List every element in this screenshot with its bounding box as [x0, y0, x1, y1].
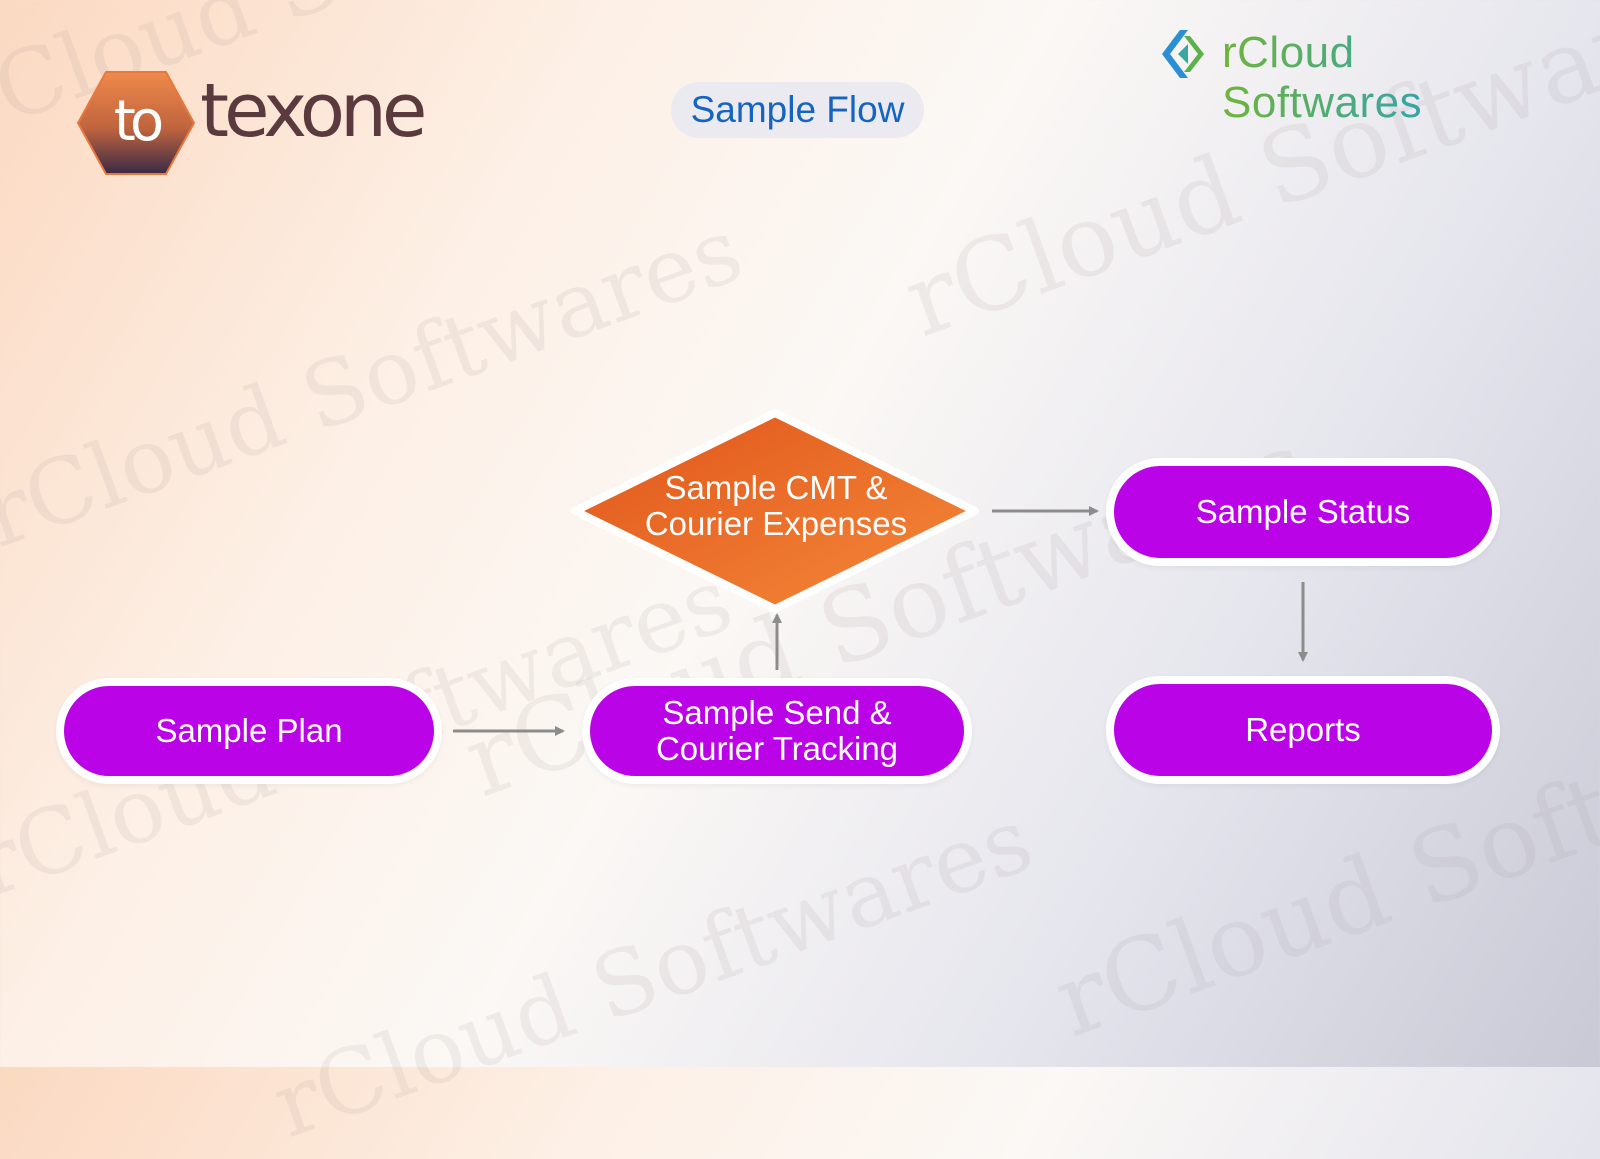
rcloud-mark-icon [1162, 30, 1204, 78]
node-sample-send-line1: Sample Send & [662, 694, 892, 731]
node-sample-plan[interactable]: Sample Plan [56, 678, 442, 784]
partner-name: rCloud Softwares [1222, 28, 1558, 128]
node-sample-send[interactable]: Sample Send & Courier Tracking [582, 678, 972, 784]
decision-label-line1: Sample CMT & [664, 469, 888, 506]
node-reports[interactable]: Reports [1106, 676, 1500, 784]
node-sample-status[interactable]: Sample Status [1106, 458, 1500, 566]
decision-diamond [571, 409, 979, 613]
page-title: Sample Flow [671, 82, 924, 138]
decision-label: Sample CMT & Courier Expenses [596, 470, 956, 542]
node-sample-plan-label: Sample Plan [155, 712, 343, 749]
decision-label-line2: Courier Expenses [644, 505, 908, 542]
node-reports-label: Reports [1245, 711, 1361, 748]
node-sample-send-line2: Courier Tracking [655, 730, 899, 767]
rcloud-logo: rCloud Softwares [1158, 26, 1558, 127]
texone-logo: to texone [76, 68, 476, 178]
brand-name: texone [200, 68, 427, 154]
page-title-text: Sample Flow [690, 89, 905, 130]
flow-diagram [453, 409, 1308, 736]
hexagon-logo-icon: to [77, 71, 195, 175]
node-sample-status-label: Sample Status [1195, 493, 1411, 530]
